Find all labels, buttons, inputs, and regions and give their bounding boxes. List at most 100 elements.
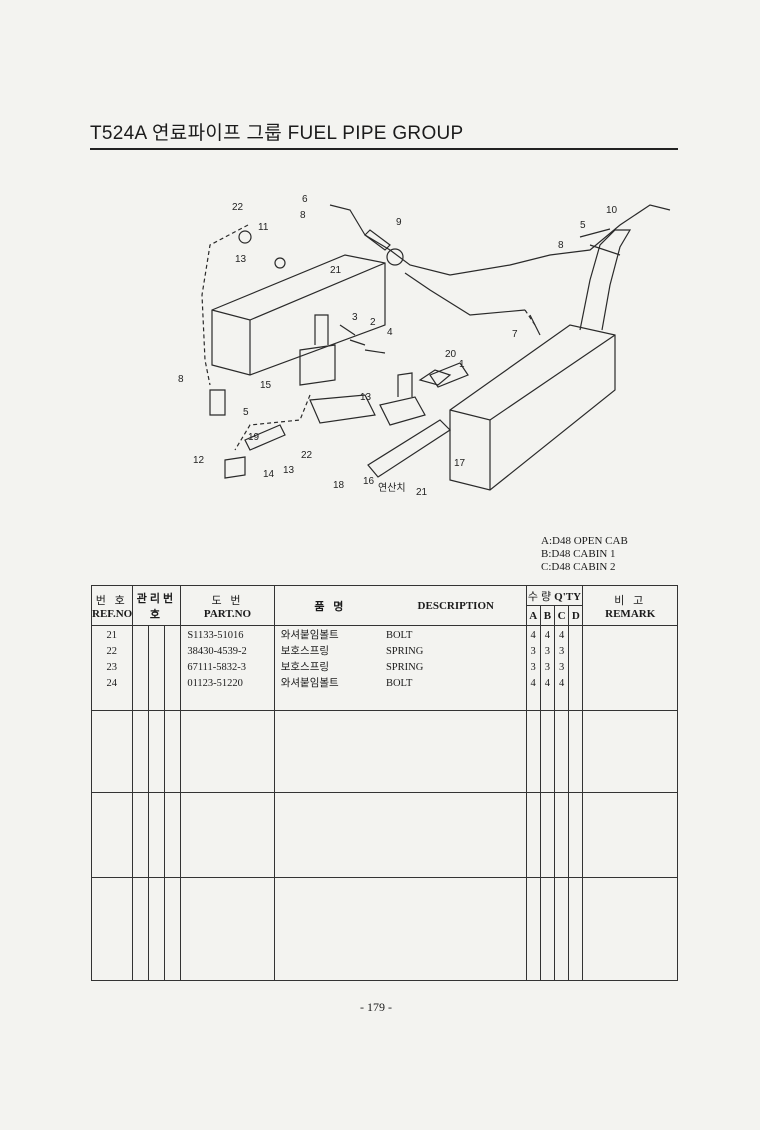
qty-b-cell: 3 [544, 662, 550, 673]
fuel-pipe-diagram: 22 11 13 6 8 9 21 3 2 4 5 10 8 7 8 15 20… [150, 185, 690, 515]
exploded-view-drawing: 22 11 13 6 8 9 21 3 2 4 5 10 8 7 8 15 20… [178, 194, 671, 498]
table-subheader-row: A B C D [92, 605, 678, 626]
callout-label: 13 [360, 392, 372, 403]
qty-a-cell: 4 [530, 678, 536, 689]
qty-b-cell: 4 [544, 630, 550, 641]
qty-c-cell: 3 [558, 646, 565, 657]
table-empty-row [91, 877, 678, 981]
callout-label: 9 [396, 217, 402, 228]
name-cell: 보호스프링 [280, 646, 330, 657]
qty-c-cell: 4 [558, 678, 565, 689]
header-management-no: 관리번호 [131, 585, 182, 626]
table-empty-row [91, 710, 678, 793]
callout-label: 8 [558, 240, 564, 251]
remark-column [582, 625, 678, 711]
part-cell: 01123-51220 [187, 678, 243, 689]
left-tank-top-edge [211, 262, 386, 321]
callout-label: 14 [263, 469, 275, 480]
header-description: DESCRIPTION [385, 585, 527, 626]
legend-item: A:D48 OPEN CAB [541, 535, 628, 547]
callout-label: 5 [580, 220, 586, 231]
description-cell: BOLT [385, 630, 413, 641]
name-cell: 와셔붙임볼트 [280, 630, 339, 641]
header-qty: 수량Q'TY [525, 585, 584, 606]
qty-b-cell: 3 [544, 646, 550, 657]
legend-item: B:D48 CABIN 1 [541, 548, 616, 560]
name-cell: 와셔붙임볼트 [280, 678, 339, 689]
header-qty-a: A [525, 605, 541, 626]
right-tank-outline [449, 324, 616, 491]
qty-b-cell: 4 [544, 678, 550, 689]
callout-label: 6 [302, 194, 308, 205]
callout-label: 15 [260, 380, 272, 391]
qty-c-cell: 3 [558, 662, 565, 673]
header-part-en: PART.NO [203, 607, 252, 620]
table-data-block: 21 22 23 24 S1133-51016 38430-4539-2 671… [91, 625, 678, 711]
header-ref-en: REF.NO [92, 607, 133, 620]
mgmt-cell-2 [147, 625, 166, 711]
qty-a-cell: 4 [530, 630, 536, 641]
ref-cell: 23 [106, 662, 118, 673]
header-remark-en: REMARK [605, 607, 656, 620]
qty-d-column [568, 625, 584, 711]
callout-label: 16 [363, 476, 375, 487]
callout-label: 12 [193, 455, 205, 466]
callout-label: 10 [606, 205, 618, 216]
callout-label: 8 [300, 210, 306, 221]
callout-label: 18 [333, 480, 345, 491]
qty-a-cell: 3 [530, 662, 536, 673]
left-tank-outline [211, 254, 386, 376]
qty-c-cell: 4 [558, 630, 565, 641]
callout-label: 2 [370, 317, 376, 328]
description-cell: SPRING [385, 646, 424, 657]
callout-label: 13 [283, 465, 295, 476]
callout-label: 연산치 [378, 482, 406, 494]
header-qty-kor: 수량 [527, 590, 555, 603]
callout-label: 22 [301, 450, 313, 461]
part-cell: S1133-51016 [187, 630, 244, 641]
part-cell: 67111-5832-3 [187, 662, 247, 673]
description-cell: SPRING [385, 662, 424, 673]
callout-label: 5 [243, 407, 249, 418]
title-rule [90, 148, 678, 150]
header-part-kor: 도 번 [211, 594, 244, 607]
callout-label: 7 [512, 329, 518, 340]
qty-a-column: 4 3 3 4 [525, 625, 541, 711]
callout-labels: 22 11 13 6 8 9 21 3 2 4 5 10 8 7 8 15 20… [178, 194, 618, 498]
callout-label: 11 [258, 222, 269, 233]
callout-label: 1 [459, 359, 465, 370]
callout-label: 20 [445, 349, 457, 360]
qty-a-cell: 3 [530, 646, 536, 657]
callout-label: 21 [330, 265, 342, 276]
part-cell: 38430-4539-2 [187, 646, 247, 657]
callout-label: 4 [387, 327, 393, 338]
header-qty-d: D [568, 605, 584, 626]
header-remark: 비 고 REMARK [582, 585, 678, 626]
header-remark-kor: 비 고 [614, 594, 647, 607]
part-column: S1133-51016 38430-4539-2 67111-5832-3 01… [180, 625, 275, 711]
header-ref-no: 번 호 REF.NO [91, 585, 133, 626]
model-legend: A:D48 OPEN CAB B:D48 CABIN 1 C:D48 CABIN… [541, 535, 628, 574]
mgmt-cell-1 [131, 625, 149, 711]
callout-label: 13 [235, 254, 247, 265]
page-title: T524A 연료파이프 그룹 FUEL PIPE GROUP [90, 123, 464, 144]
description-column: BOLT SPRING SPRING BOLT [385, 625, 527, 711]
mgmt-cell-3 [164, 625, 182, 711]
ref-cell: 24 [106, 678, 118, 689]
callout-label: 22 [232, 202, 244, 213]
callout-label: 3 [352, 312, 358, 323]
callout-label: 8 [178, 374, 184, 385]
header-name-kor: 품 명 [273, 585, 386, 626]
qty-c-column: 4 3 3 4 [553, 625, 570, 711]
description-cell: BOLT [385, 678, 413, 689]
header-qty-c: C [553, 605, 570, 626]
callout-label: 21 [416, 487, 428, 498]
header-ref-kor: 번 호 [95, 594, 128, 607]
legend-item: C:D48 CABIN 2 [541, 561, 616, 573]
name-column: 와셔붙임볼트 보호스프링 보호스프링 와셔붙임볼트 [273, 625, 386, 711]
header-part-no: 도 번 PART.NO [180, 585, 275, 626]
page-number: - 179 - [360, 1000, 392, 1014]
callout-label: 17 [454, 458, 466, 469]
table-header-row: 번 호 REF.NO 관리번호 도 번 PART.NO 품 명 DESCRIPT… [91, 585, 678, 626]
parts-table: 번 호 REF.NO 관리번호 도 번 PART.NO 품 명 DESCRIPT… [91, 585, 678, 981]
